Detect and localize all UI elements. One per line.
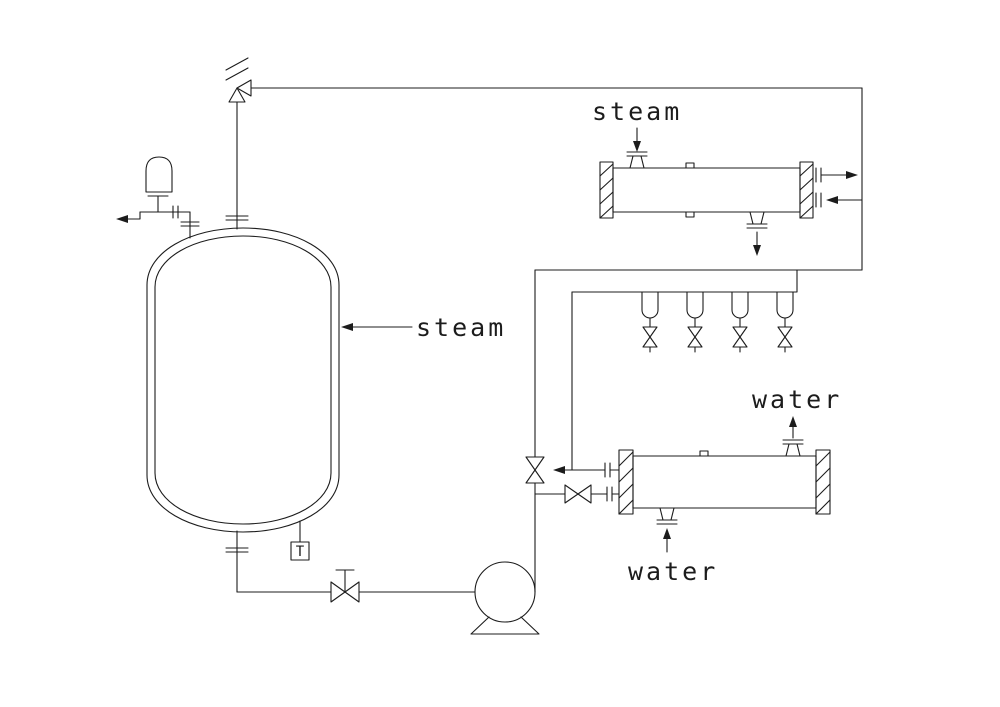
steam-inlet-arrow [633, 141, 641, 152]
water-outlet-arrow [789, 416, 797, 427]
water-label-inlet: water [628, 557, 718, 586]
vessel-aux-nozzle-flange [180, 221, 200, 227]
vent-left-arrow [116, 215, 128, 223]
temperature-indicator: T [290, 520, 310, 561]
cooler-shell [632, 455, 817, 509]
drip-leg-1 [641, 291, 659, 353]
condenser-vent-nub [685, 162, 695, 169]
cooler-left-head-flange [618, 449, 634, 515]
relief-valve-outlet-triangle [236, 79, 252, 97]
drip-leg-valve [687, 326, 703, 338]
vessel-top-flange [225, 215, 249, 221]
flow-arrows [116, 127, 858, 553]
condenser-exchanger [599, 151, 822, 229]
header-flange-ticks [172, 205, 179, 219]
cooler-tube-outlet-nozzle [604, 462, 620, 478]
cooler-outlet-arrow [553, 466, 565, 474]
cooler-right-head-flange [815, 449, 831, 515]
water-inlet-arrow [663, 528, 671, 539]
condenser-drain-nub [685, 211, 695, 218]
vessel-drain-valve [330, 569, 360, 603]
dome-body [145, 156, 173, 193]
condenser-left-head-flange [599, 161, 614, 219]
cooler-exchanger [604, 439, 831, 525]
vent-drop-pipe [125, 211, 141, 220]
cooler-inlet-valve [564, 484, 592, 504]
tube-outlet-arrow [846, 171, 858, 179]
jacketed-vessel [146, 215, 340, 553]
spring-break-symbol [225, 57, 249, 81]
vessel-bottom-flange [225, 547, 249, 553]
temperature-tag-box [290, 541, 310, 561]
condenser-tube-nozzle-flanges [815, 167, 822, 208]
water-inlet-nozzle [656, 507, 678, 525]
tube-inlet-arrow [826, 196, 838, 204]
riser-valve [525, 456, 545, 484]
vessel-steam-arrow [341, 323, 353, 331]
relief-valve [225, 57, 252, 103]
drip-leg-2 [686, 291, 704, 353]
temperature-tag-letter: T [296, 544, 305, 560]
steam-inlet-nozzle [626, 151, 648, 169]
vessel-outline [146, 227, 340, 533]
condensate-outlet-arrow [753, 245, 761, 256]
cooler-vent-nub [699, 450, 709, 457]
condenser-right-head-flange [799, 161, 814, 219]
drip-leg-valve [732, 326, 748, 338]
water-outlet-nozzle [782, 439, 804, 457]
text-labels: steam steam water water [416, 97, 842, 586]
vessel-jacket-lining [154, 235, 332, 525]
drip-leg-4 [776, 291, 794, 353]
steam-label-vessel: steam [416, 313, 506, 342]
dome-instrument [145, 156, 179, 219]
condensate-drip-legs [641, 291, 794, 353]
condensate-outlet-nozzle [746, 211, 768, 229]
drip-leg-3 [731, 291, 749, 353]
process-piping [125, 87, 863, 593]
cooler-tube-inlet-nozzle [606, 486, 620, 502]
relief-valve-inlet-triangle [228, 87, 246, 103]
steam-label-condenser: steam [592, 97, 682, 126]
drip-leg-valve [777, 326, 793, 338]
pump-base [470, 616, 540, 635]
water-label-outlet: water [752, 385, 842, 414]
drip-leg-valve [642, 326, 658, 338]
centrifugal-pump [470, 561, 540, 635]
condenser-shell [612, 167, 801, 213]
pump-casing [474, 561, 536, 623]
condensate-manifold-pipe [571, 269, 798, 293]
dome-flange [147, 191, 169, 197]
